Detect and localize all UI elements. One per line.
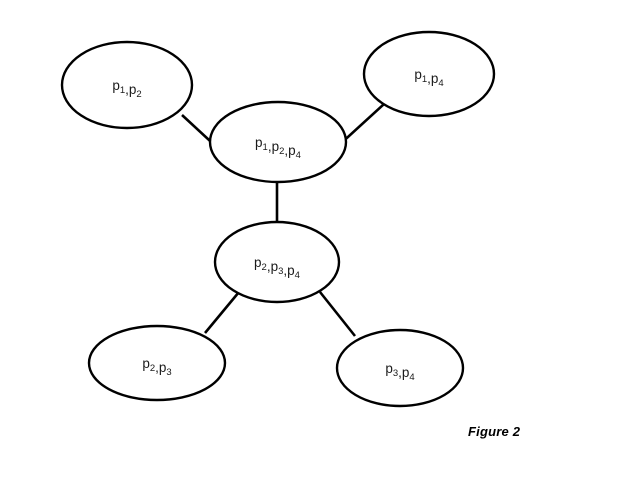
- node-p2-p3-label: p2,p3: [142, 356, 171, 378]
- node-p2-p3-shape[interactable]: [87, 324, 227, 402]
- node-p1-p4[interactable]: p1,p4: [362, 30, 496, 118]
- node-p1-p4-shape[interactable]: [362, 30, 496, 118]
- node-p3-p4[interactable]: p3,p4: [335, 328, 465, 408]
- node-p2-p3-p4[interactable]: p2,p3,p4: [213, 220, 341, 304]
- node-p1-p2-p4-shape[interactable]: [208, 100, 348, 184]
- node-p1-p2-p4[interactable]: p1,p2,p4: [208, 100, 348, 184]
- node-p1-p2-shape[interactable]: [60, 40, 194, 130]
- node-p2-p3[interactable]: p2,p3: [87, 324, 227, 402]
- node-p1-p4-label: p1,p4: [414, 67, 443, 89]
- node-p3-p4-label: p3,p4: [385, 361, 414, 383]
- edge-p2p3p4-to-p3p4: [318, 291, 357, 337]
- edge-p2p3p4-to-p2p3: [203, 291, 241, 334]
- nodes-layer: p1,p2 p1,p4 p1,p2,p4 p2,p3,p4 p2,p3 p3,p4: [60, 30, 496, 408]
- figure-caption: Figure 2: [468, 424, 521, 439]
- node-p1-p2-label: p1,p2: [112, 78, 141, 100]
- node-p1-p2[interactable]: p1,p2: [60, 40, 194, 130]
- node-p1-p2-p4-label: p1,p2,p4: [255, 135, 301, 161]
- node-p2-p3-p4-shape[interactable]: [213, 220, 341, 304]
- node-p3-p4-shape[interactable]: [335, 328, 465, 408]
- node-p2-p3-p4-label: p2,p3,p4: [254, 255, 300, 281]
